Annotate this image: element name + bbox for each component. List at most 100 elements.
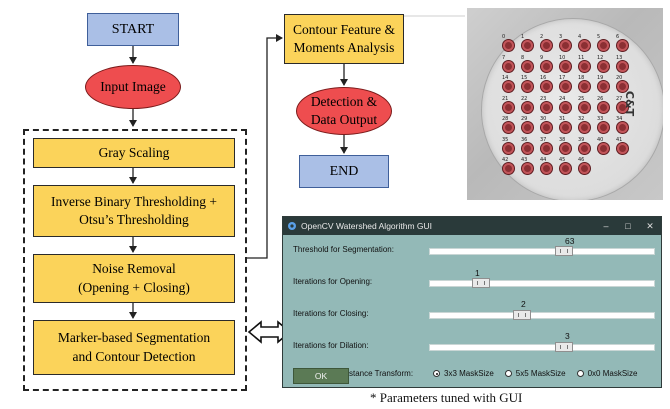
colony-marker xyxy=(522,81,533,92)
colony-number: 30 xyxy=(540,116,547,122)
radio-dot-icon xyxy=(576,370,584,377)
colony-marker xyxy=(579,81,590,92)
thresholding-node: Inverse Binary Thresholding + Otsu’s Thr… xyxy=(33,185,235,237)
colony-number: 13 xyxy=(616,54,623,61)
colony-marker xyxy=(503,122,514,133)
radio-dot-icon xyxy=(433,370,440,377)
colony-marker xyxy=(579,40,590,51)
mask-3x3-label: 3x3 MaskSize xyxy=(444,369,494,378)
colony-number: 33 xyxy=(597,116,604,122)
gui-title-bar: OpenCV Watershed Algorithm GUI – □ ✕ xyxy=(283,217,661,235)
colony-marker xyxy=(560,142,571,154)
colony-marker xyxy=(617,60,628,72)
colony-number: 29 xyxy=(521,116,528,122)
radio-dot-icon xyxy=(504,370,512,377)
colony-number: 28 xyxy=(502,116,509,122)
colony-marker xyxy=(522,163,533,174)
colony-marker xyxy=(522,40,533,51)
closing-slider-thumb[interactable] xyxy=(513,310,531,320)
colony-number: 25 xyxy=(578,95,585,102)
closing-value: 2 xyxy=(521,299,526,309)
colony-marker xyxy=(617,142,628,154)
dilation-slider[interactable] xyxy=(429,342,655,352)
contour-analysis-node: Contour Feature & Moments Analysis xyxy=(284,14,404,64)
mask-0x0-radio[interactable]: 0x0 MaskSize xyxy=(576,369,638,378)
colony-number: 32 xyxy=(578,116,585,122)
colony-marker xyxy=(598,101,609,113)
colony-marker xyxy=(579,101,590,113)
colony-marker xyxy=(503,163,514,174)
start-node: START xyxy=(87,13,179,46)
contour-label-line1: Contour Feature & xyxy=(293,21,395,37)
colony-number: 38 xyxy=(559,136,566,143)
colony-marker xyxy=(617,101,628,113)
colony-marker xyxy=(560,60,571,72)
dish-label: C&T xyxy=(622,90,636,117)
thresholding-label-line1: Inverse Binary Thresholding + xyxy=(51,193,217,209)
colony-number: 45 xyxy=(559,157,566,163)
footnote: * Parameters tuned with GUI xyxy=(370,390,523,405)
colony-number: 31 xyxy=(559,116,566,122)
colony-marker xyxy=(503,40,514,51)
detection-label-line1: Detection & xyxy=(310,94,378,110)
colony-number: 46 xyxy=(578,157,585,163)
colony-marker xyxy=(617,122,628,133)
mask-0x0-label: 0x0 MaskSize xyxy=(587,369,638,378)
thresholding-label-line2: Otsu’s Thresholding xyxy=(79,212,189,227)
colony-marker xyxy=(541,142,552,154)
threshold-slider[interactable] xyxy=(429,246,655,256)
colony-number: 9 xyxy=(540,54,544,61)
colony-marker xyxy=(598,122,609,133)
noise-removal-node: Noise Removal (Opening + Closing) xyxy=(33,254,235,303)
colony-marker xyxy=(617,81,628,92)
colony-number: 26 xyxy=(597,95,604,102)
colony-number: 2 xyxy=(540,34,544,40)
segmentation-label-line2: and Contour Detection xyxy=(72,348,196,364)
opening-slider[interactable] xyxy=(429,278,655,288)
mask-3x3-radio[interactable]: 3x3 MaskSize xyxy=(433,369,494,378)
input-image-node: Input Image xyxy=(85,65,181,109)
colony-marker xyxy=(541,163,552,174)
gui-title: OpenCV Watershed Algorithm GUI xyxy=(301,221,433,231)
end-node: END xyxy=(299,155,389,188)
colony-number: 15 xyxy=(521,75,528,81)
colony-marker xyxy=(560,163,571,174)
colony-number: 40 xyxy=(597,136,604,143)
threshold-slider-thumb[interactable] xyxy=(555,246,573,256)
minimize-button[interactable]: – xyxy=(603,220,609,231)
colony-number: 0 xyxy=(502,34,506,40)
colony-number: 36 xyxy=(521,136,528,143)
colony-marker xyxy=(503,101,514,113)
start-label: START xyxy=(111,21,155,37)
dilation-slider-thumb[interactable] xyxy=(555,342,573,352)
colony-number: 20 xyxy=(616,75,623,81)
colony-number: 7 xyxy=(502,54,506,61)
ok-button[interactable]: OK xyxy=(293,368,349,384)
watershed-gui-window: OpenCV Watershed Algorithm GUI – □ ✕ Thr… xyxy=(282,216,662,388)
colony-number: 44 xyxy=(540,157,547,163)
colony-number: 3 xyxy=(559,34,563,40)
colony-marker xyxy=(522,142,533,154)
colony-marker xyxy=(503,142,514,154)
colony-number: 11 xyxy=(578,54,585,61)
colony-number: 16 xyxy=(540,75,547,81)
close-button[interactable]: ✕ xyxy=(646,220,654,231)
detection-label-line2: Data Output xyxy=(310,112,378,127)
colony-marker xyxy=(598,142,609,154)
colony-marker xyxy=(541,101,552,113)
opening-slider-thumb[interactable] xyxy=(472,278,490,288)
colony-marker xyxy=(598,81,609,92)
colony-number: 4 xyxy=(578,34,582,40)
colony-number: 37 xyxy=(540,136,547,143)
colony-number: 39 xyxy=(578,136,585,143)
end-label: END xyxy=(329,163,359,179)
mask-5x5-radio[interactable]: 5x5 MaskSize xyxy=(504,369,566,378)
closing-slider[interactable] xyxy=(429,310,655,320)
colony-marker xyxy=(541,40,552,51)
mask-5x5-label: 5x5 MaskSize xyxy=(515,369,566,378)
gray-scaling-label: Gray Scaling xyxy=(98,144,170,160)
maximize-button[interactable]: □ xyxy=(625,220,631,231)
colony-number: 10 xyxy=(559,54,566,61)
segmentation-node: Marker-based Segmentation and Contour De… xyxy=(33,320,235,375)
